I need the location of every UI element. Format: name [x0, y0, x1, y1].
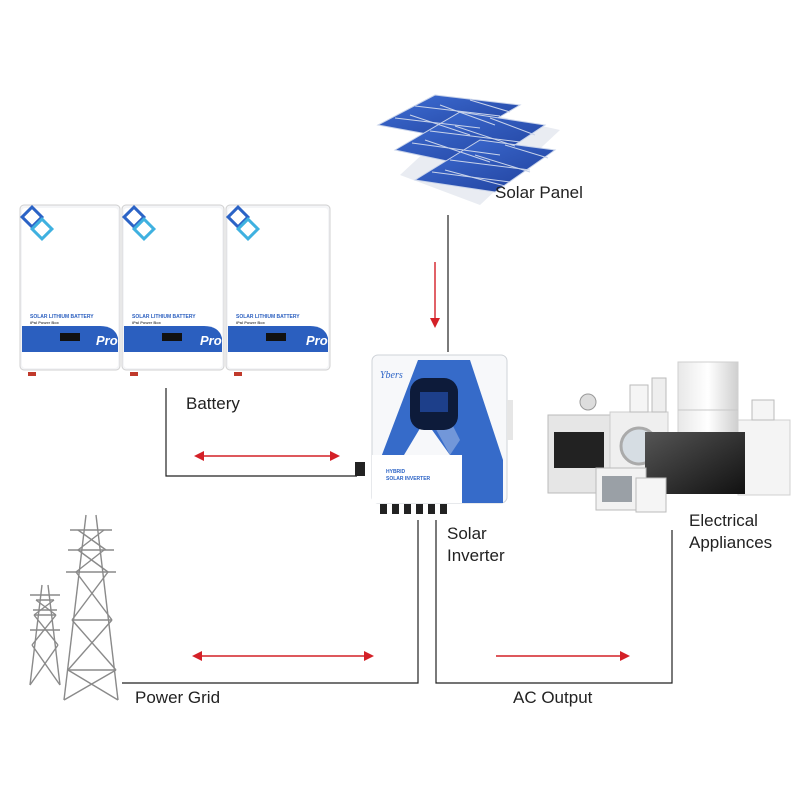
solar-inverter-label-line1: Solar	[447, 524, 487, 543]
inverter-line1: HYBRID	[386, 469, 406, 475]
solar-inverter-label-line2: Inverter	[447, 546, 505, 565]
solar-panel-image	[376, 94, 560, 205]
battery-logo-icon	[225, 204, 261, 242]
ac-output-arrow	[496, 651, 630, 661]
battery-unit	[225, 204, 331, 376]
solar-inverter-image: Ybers HYBRID SOLAR INVERTER	[355, 354, 513, 514]
battery-title: SOLAR LITHIUM BATTERY	[132, 314, 196, 320]
battery-logo-icon	[19, 204, 55, 242]
ac-output-label: AC Output	[513, 688, 593, 707]
flow-arrows	[192, 262, 630, 661]
solar-panel-label: Solar Panel	[495, 183, 583, 202]
battery-badge: Pro	[306, 333, 328, 348]
battery-unit	[19, 204, 121, 376]
battery-subtitle: iPal Power Box	[30, 320, 60, 325]
battery-line	[165, 388, 357, 477]
tower-large	[63, 514, 119, 701]
grid-bidirectional-arrow	[192, 651, 374, 661]
inverter-brand: Ybers	[380, 370, 403, 381]
battery-logo-icon	[121, 204, 157, 242]
electrical-appliances-image	[547, 361, 791, 513]
battery-badge: Pro	[96, 333, 118, 348]
battery-unit	[121, 204, 225, 376]
solar-down-arrow	[430, 262, 440, 328]
power-grid-label: Power Grid	[135, 688, 221, 707]
battery-badge: Pro	[200, 333, 222, 348]
power-grid-image	[29, 514, 119, 701]
battery-title: SOLAR LITHIUM BATTERY	[236, 314, 300, 320]
inverter-line2: SOLAR INVERTER	[386, 476, 431, 482]
battery-bidirectional-arrow	[194, 451, 340, 461]
battery-stack-image: SOLAR LITHIUM BATTERY SOLAR LITHIUM BATT…	[19, 204, 331, 376]
tower-small	[29, 584, 61, 686]
electrical-appliances-label-line1: Electrical	[689, 511, 758, 530]
electrical-appliances-label-line2: Appliances	[689, 533, 773, 552]
battery-subtitle: iPal Power Box	[132, 320, 162, 325]
solar-panel-array	[376, 94, 557, 193]
battery-label: Battery	[186, 394, 240, 413]
battery-subtitle: iPal Power Box	[236, 320, 266, 325]
grid-line	[122, 520, 419, 684]
connection-lines	[122, 215, 673, 684]
battery-title: SOLAR LITHIUM BATTERY	[30, 314, 94, 320]
ac-line	[435, 520, 673, 684]
